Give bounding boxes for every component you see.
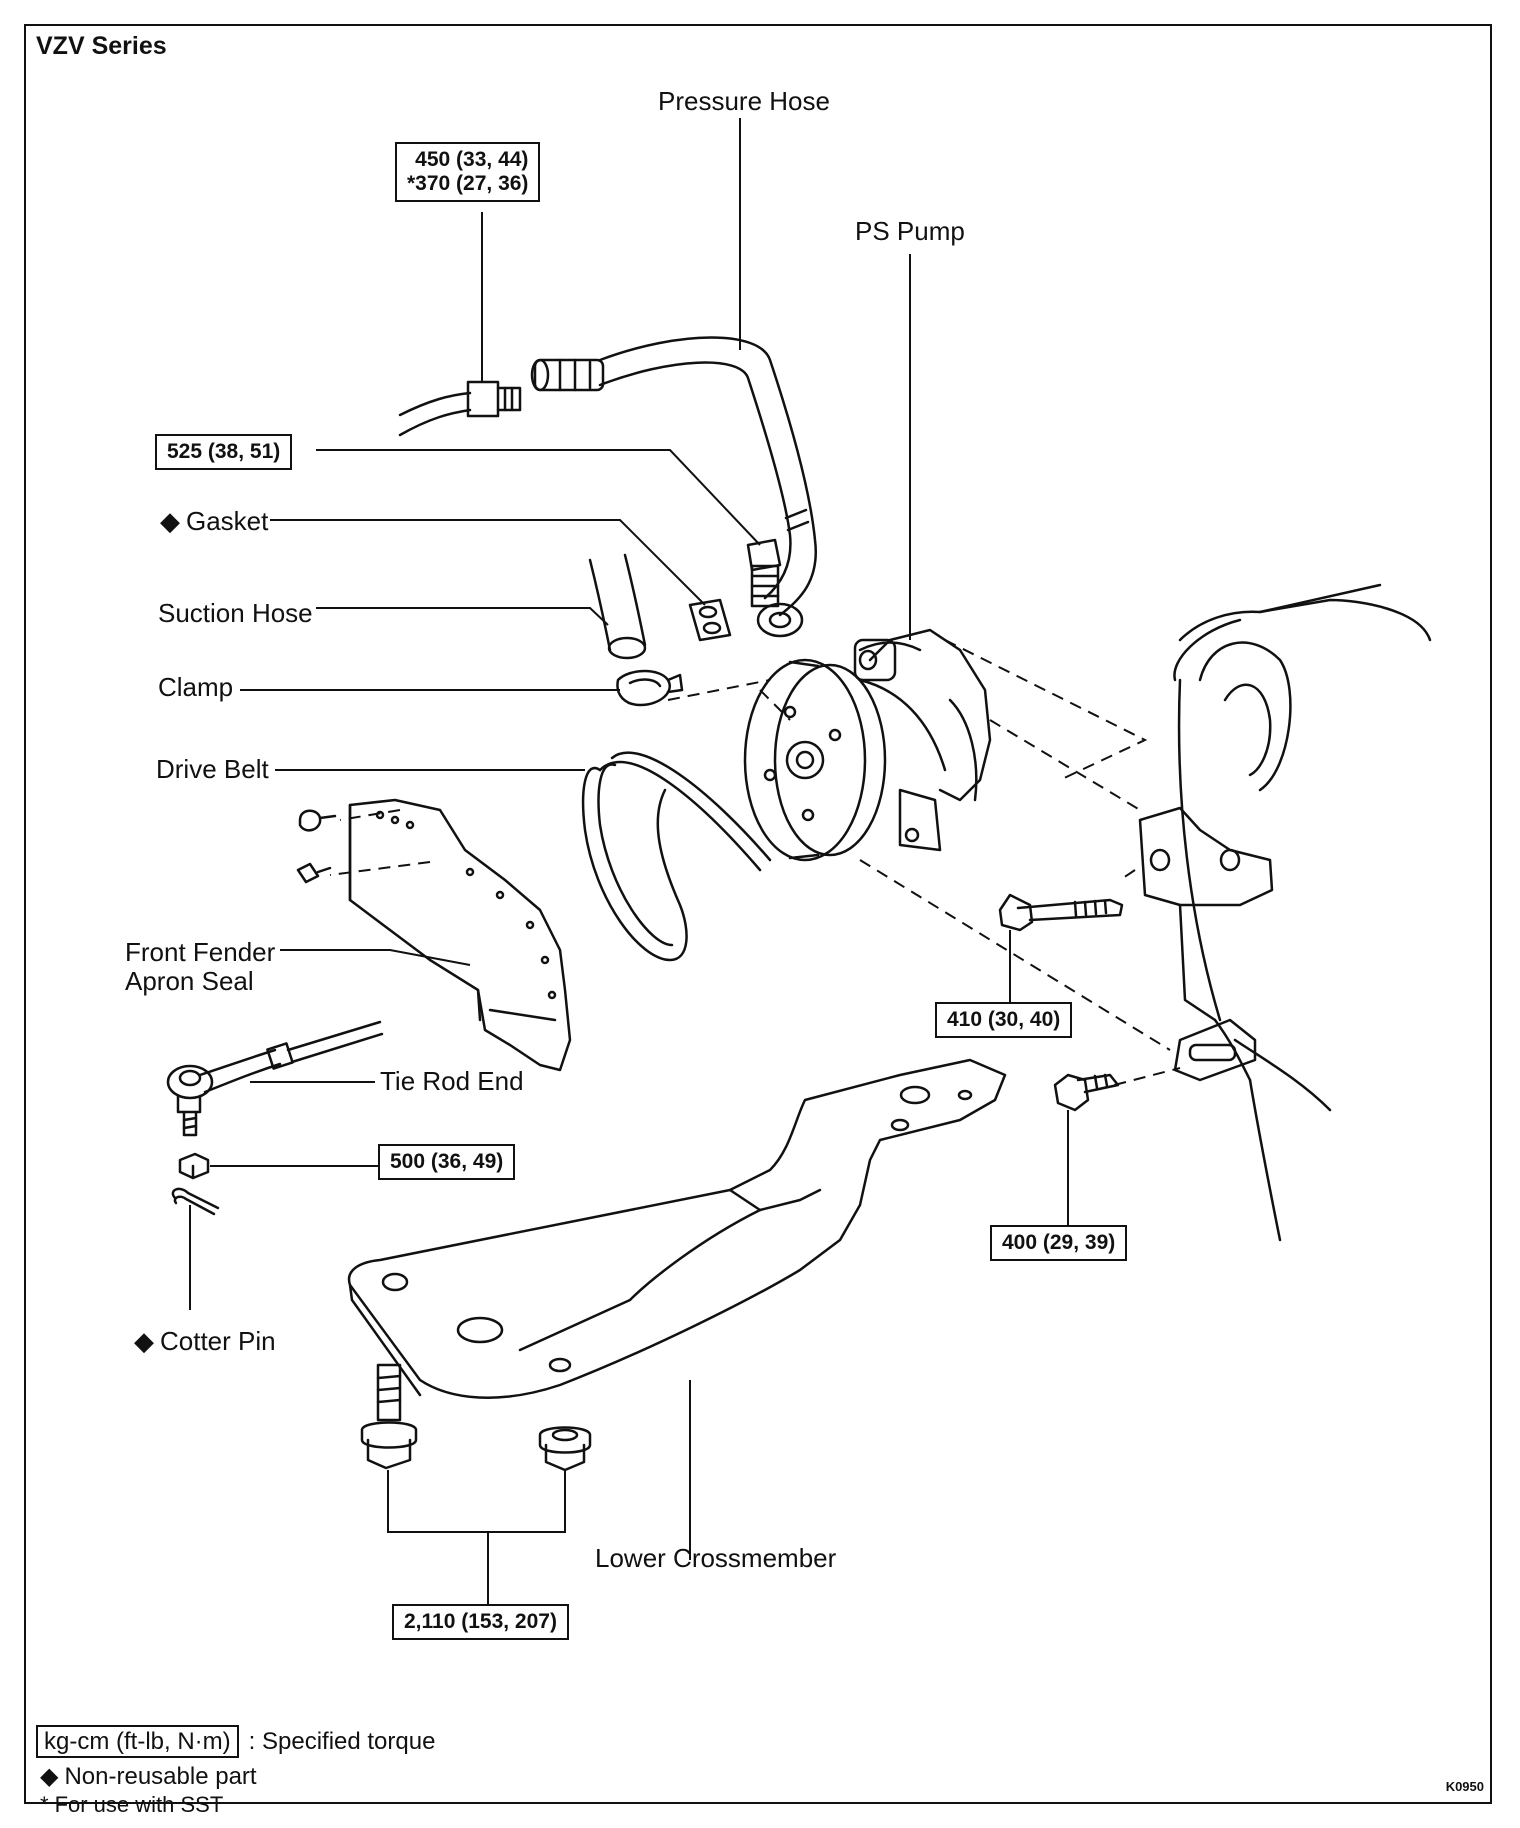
series-title: VZV Series xyxy=(36,32,167,60)
body-bracket-drawing xyxy=(1138,583,1432,1242)
ps-pump-label: PS Pump xyxy=(855,216,965,246)
drive-belt-drawing xyxy=(581,751,772,962)
bracket-bolt-drawing xyxy=(1053,1073,1120,1112)
non-reusable-mark: ◆ xyxy=(134,1326,154,1356)
pump-bolt-drawing xyxy=(998,893,1124,932)
tie-rod-end-label: Tie Rod End xyxy=(380,1066,524,1096)
diagram-frame xyxy=(24,24,1492,1804)
sst-mark: * xyxy=(40,1792,49,1817)
apron-seal-drawing xyxy=(348,798,572,1072)
hose-fitting-torque-box: 450 (33, 44) *370 (27, 36) xyxy=(395,142,541,203)
bracket-bolt-torque-box: 400 (29, 39) xyxy=(990,1225,1128,1262)
hose-fitting-torque: 450 (33, 44) xyxy=(415,148,529,171)
legend-sst: *For use with SST xyxy=(40,1794,223,1816)
apron-screw-drawing xyxy=(296,862,332,884)
lower-crossmember-drawing xyxy=(347,1058,1007,1399)
legend-sst-text: For use with SST xyxy=(54,1792,224,1817)
apron-clip-drawing xyxy=(298,809,337,832)
apron-seal-text: Apron Seal xyxy=(125,965,254,996)
ps-pump-drawing xyxy=(743,628,992,862)
tie-rod-end-drawing xyxy=(166,1020,384,1137)
clamp-drawing xyxy=(616,669,684,707)
gasket-label: ◆Gasket xyxy=(160,508,268,534)
front-fender-apron-seal-label: Front Fender Apron Seal xyxy=(125,938,275,995)
pump-bolt-torque-box: 410 (30, 40) xyxy=(935,1002,1073,1039)
hose-fitting-torque-sst: *370 (27, 36) xyxy=(407,172,529,196)
union-bolt-drawing xyxy=(746,538,782,608)
leader-lines xyxy=(189,118,1069,1604)
crossmember-nut-drawing xyxy=(538,1426,592,1472)
non-reusable-mark: ◆ xyxy=(40,1763,59,1790)
non-reusable-mark: ◆ xyxy=(160,506,180,536)
legend-non-reusable: ◆Non-reusable part xyxy=(40,1765,257,1789)
cotter-pin-drawing xyxy=(171,1187,220,1216)
suction-hose-label: Suction Hose xyxy=(158,598,313,628)
cotter-pin-text: Cotter Pin xyxy=(160,1326,276,1356)
front-fender-text: Front Fender xyxy=(125,937,276,967)
figure-code: K0950 xyxy=(1445,1779,1484,1794)
union-bolt-torque-box: 525 (38, 51) xyxy=(155,434,293,471)
legend-torque-unit: kg-cm (ft-lb, N·m) xyxy=(36,1725,239,1758)
assembly-lines xyxy=(329,639,1181,1091)
suction-hose-drawing xyxy=(588,553,647,660)
legend-non-reusable-text: Non-reusable part xyxy=(64,1763,257,1790)
pressure-line-drawing xyxy=(398,380,522,437)
drive-belt-label: Drive Belt xyxy=(156,754,269,784)
lower-crossmember-label: Lower Crossmember xyxy=(595,1543,837,1573)
crossmember-torque-box: 2,110 (153, 207) xyxy=(392,1604,569,1641)
legend-torque-desc: : Specified torque xyxy=(248,1728,436,1755)
tie-rod-nut-torque-box: 500 (36, 49) xyxy=(378,1144,516,1181)
cotter-pin-label: ◆Cotter Pin xyxy=(134,1328,276,1354)
crossmember-bolt-drawing xyxy=(360,1363,418,1470)
pressure-hose-label: Pressure Hose xyxy=(658,86,830,116)
clamp-label: Clamp xyxy=(158,672,234,702)
tie-rod-nut-drawing xyxy=(178,1152,210,1180)
legend-torque: kg-cm (ft-lb, N·m) : Specified torque xyxy=(36,1725,436,1758)
gasket-drawing xyxy=(688,598,732,642)
gasket-text: Gasket xyxy=(186,506,269,536)
pressure-hose-drawing xyxy=(530,336,818,638)
